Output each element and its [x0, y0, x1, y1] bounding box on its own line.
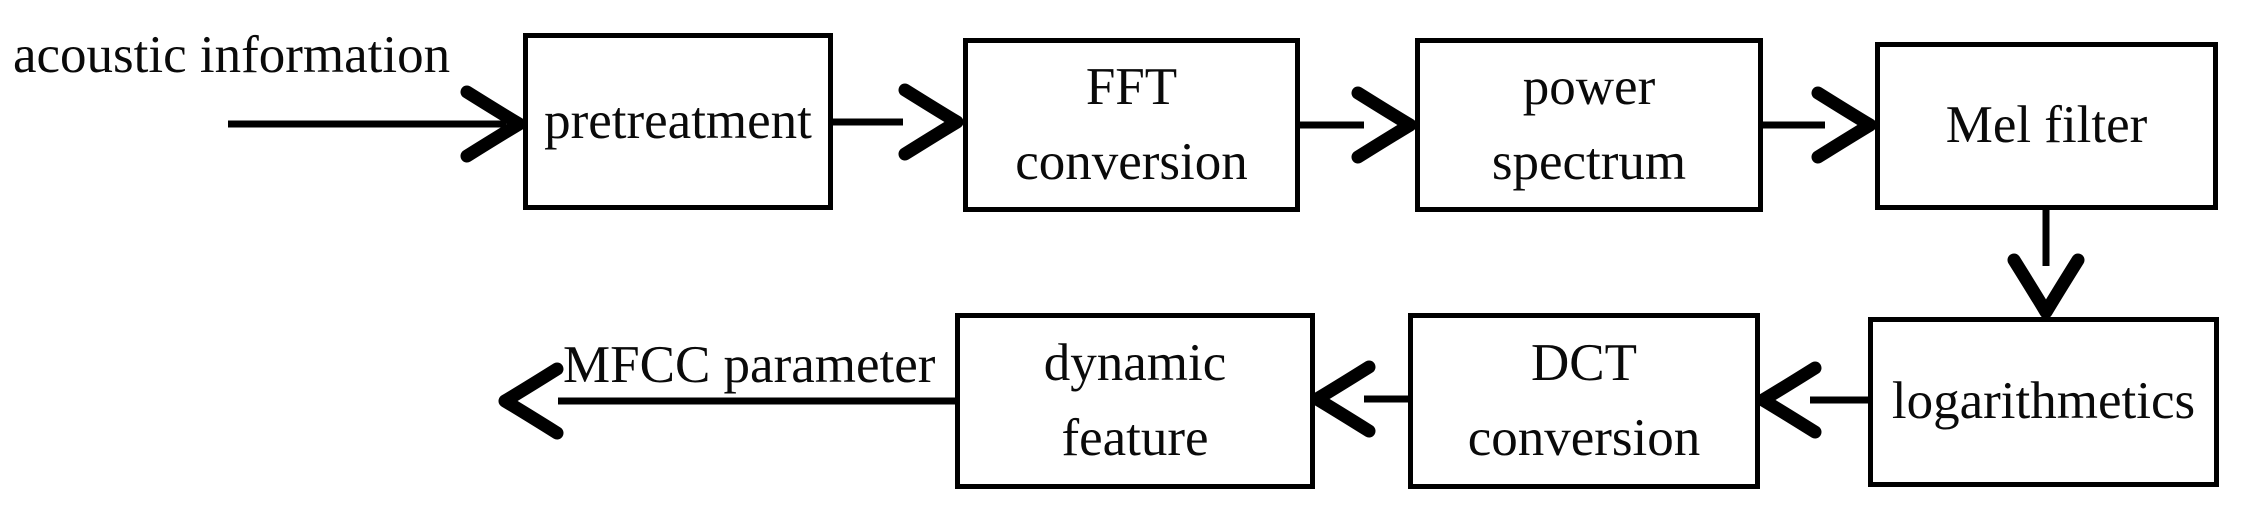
node-pretreatment: pretreatment	[523, 33, 833, 210]
node-dynamic-feature: dynamic feature	[955, 313, 1315, 489]
node-mel-filter: Mel filter	[1875, 42, 2218, 210]
arrow-logarithmetics-to-dct-icon	[1756, 361, 1868, 439]
arrow-fft-to-power-icon	[1300, 86, 1417, 164]
arrow-mel-to-logarithmetics-icon	[2007, 210, 2085, 319]
node-dct-conversion: DCT conversion	[1408, 313, 1760, 489]
arrow-input-to-pretreatment-icon	[228, 85, 526, 163]
arrow-pretreatment-to-fft-icon	[833, 83, 964, 161]
node-power-spectrum: power spectrum	[1415, 38, 1763, 212]
output-label-mfcc-parameter: MFCC parameter	[563, 336, 936, 394]
node-fft-conversion: FFT conversion	[963, 38, 1300, 212]
input-label-acoustic-information: acoustic information	[13, 26, 451, 84]
arrow-dct-to-dynamic-icon	[1310, 360, 1408, 438]
arrow-power-to-mel-icon	[1763, 86, 1877, 164]
node-logarithmetics: logarithmetics	[1868, 317, 2219, 487]
